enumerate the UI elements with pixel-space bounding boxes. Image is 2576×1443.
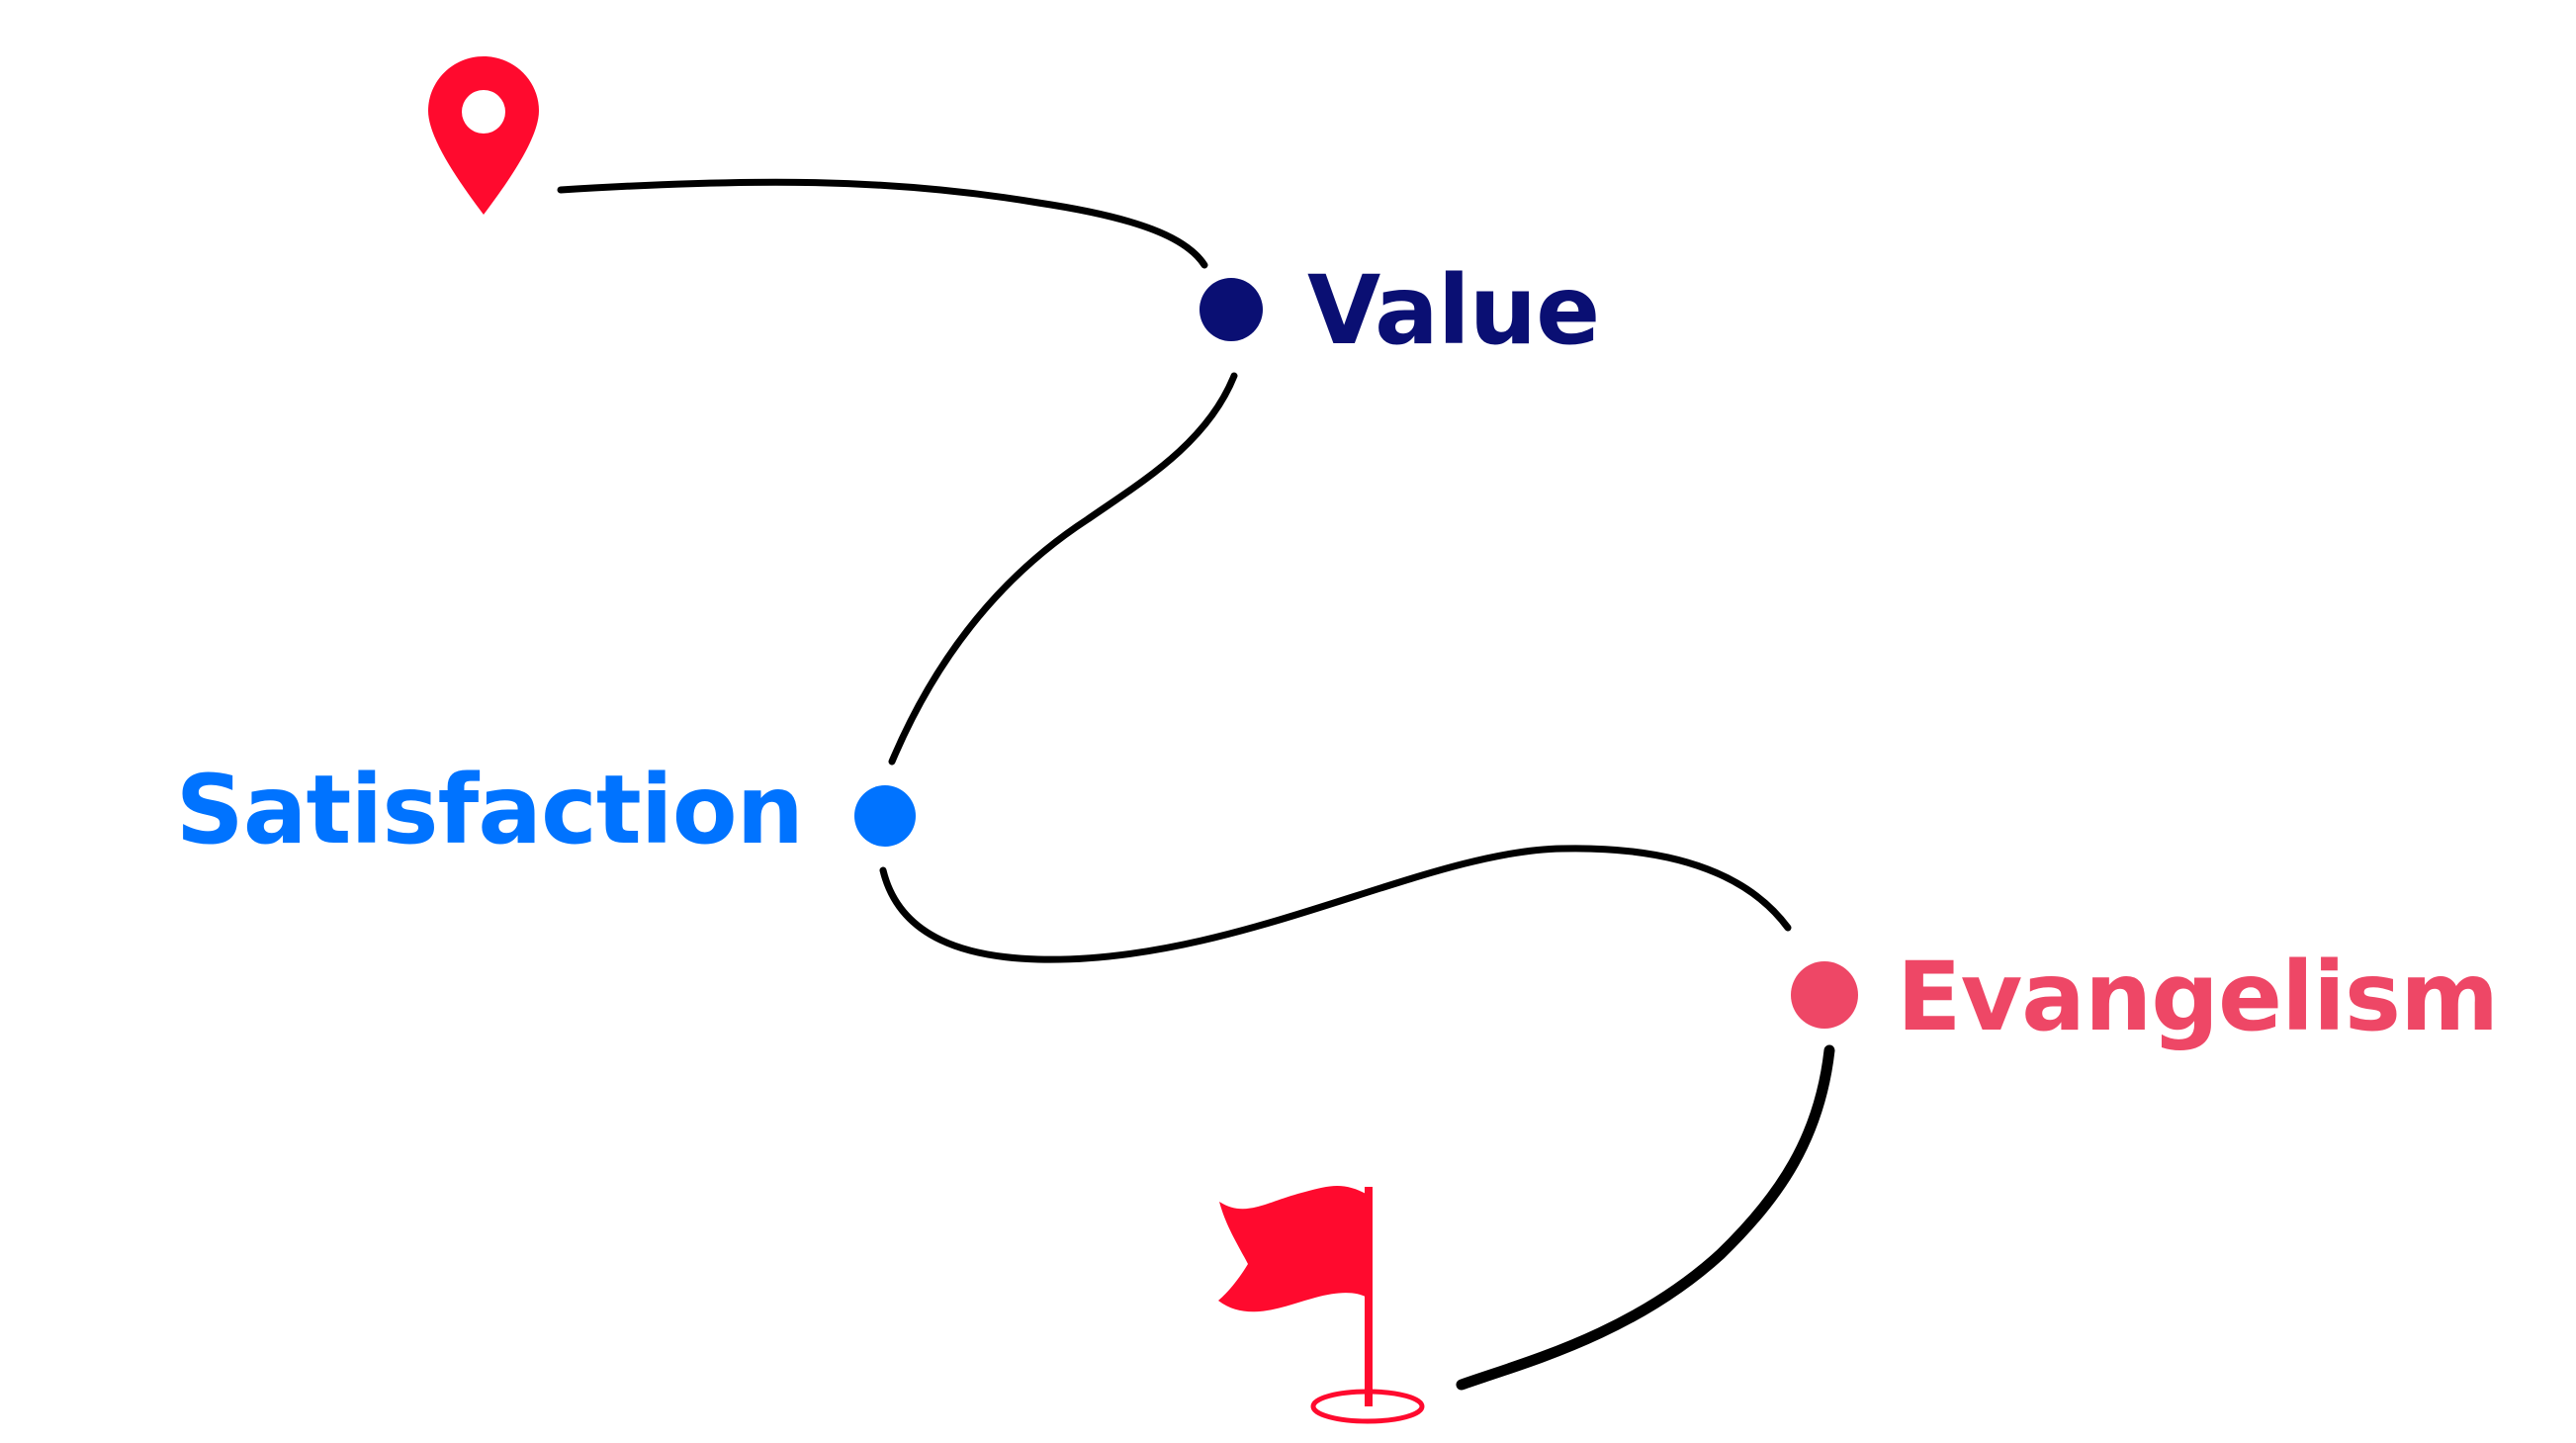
milestone-label-satisfaction: Satisfaction bbox=[176, 755, 803, 865]
milestone-dot-satisfaction bbox=[854, 785, 916, 847]
flag-icon bbox=[1218, 1186, 1425, 1424]
milestone-dot-evangelism bbox=[1791, 961, 1858, 1029]
milestone-label-value: Value bbox=[1307, 255, 1599, 366]
path-segment-evangelism-to-finish bbox=[1456, 1044, 1835, 1391]
milestone-dot-value bbox=[1199, 278, 1263, 341]
milestone-label-evangelism: Evangelism bbox=[1897, 942, 2498, 1052]
path-segment-start-to-value bbox=[557, 178, 1208, 269]
path-segment-value-to-satisfaction bbox=[888, 372, 1238, 766]
path-segment-satisfaction-to-evangelism bbox=[879, 845, 1792, 963]
map-pin-icon bbox=[428, 56, 539, 215]
